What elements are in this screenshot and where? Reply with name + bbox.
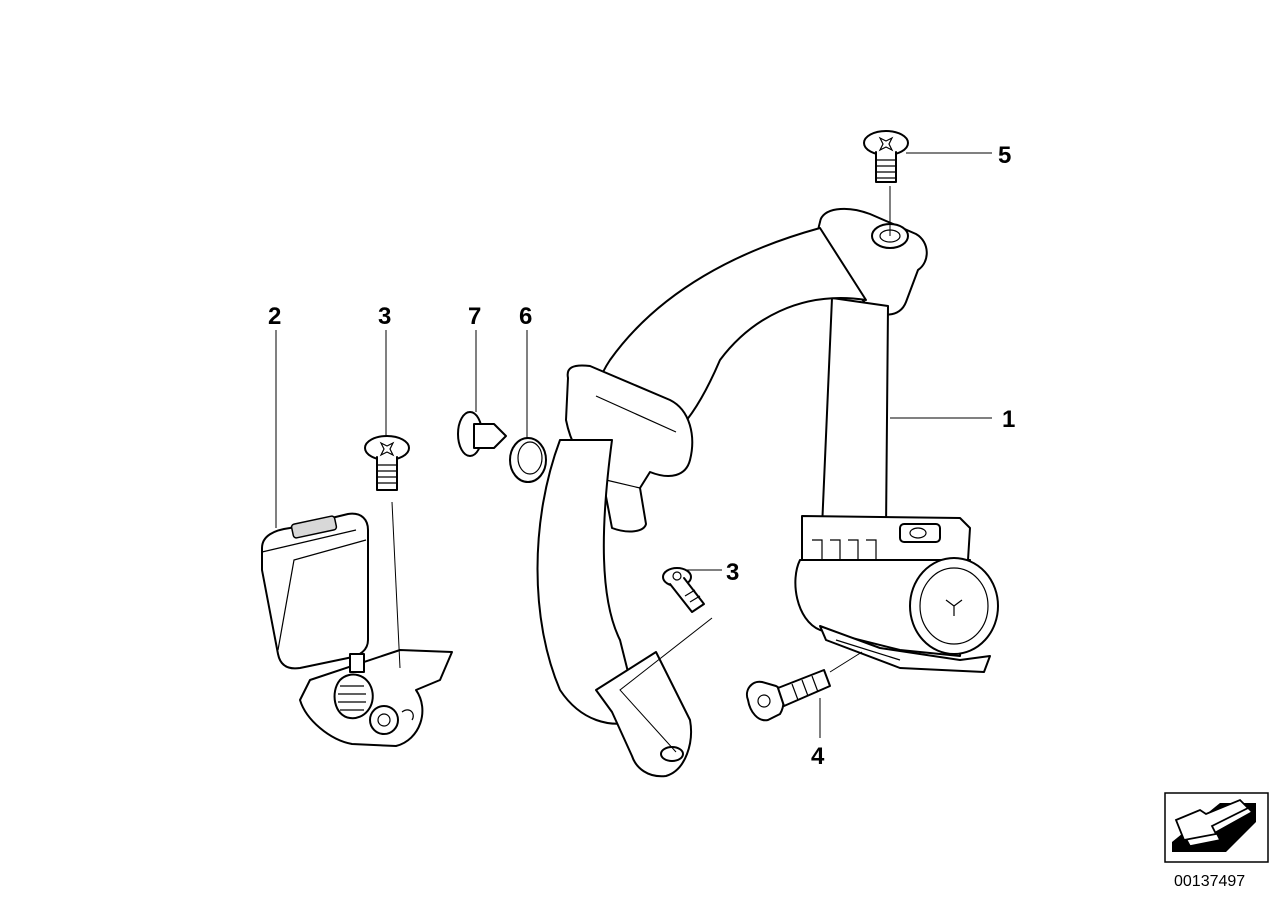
reference-number: 00137497 [1174, 873, 1245, 890]
part-4-retractor-bolt [746, 669, 831, 722]
part-5-anchor-bolt [863, 130, 909, 183]
callout-6: 6 [519, 303, 532, 330]
callout-2: 2 [268, 303, 281, 330]
callout-1: 1 [1002, 406, 1015, 433]
leader-lines [275, 152, 992, 753]
callout-3-left: 3 [378, 303, 391, 330]
callout-7: 7 [468, 303, 481, 330]
part-2-belt-buckle [261, 512, 453, 747]
arrow-orientation-icon [1164, 792, 1269, 863]
callout-4: 4 [811, 743, 825, 770]
callouts: 2 3 7 6 5 1 3 4 [268, 142, 1015, 770]
callout-5: 5 [998, 142, 1011, 169]
part-6-cover-cap [509, 437, 547, 483]
part-7-plastic-clip [457, 411, 507, 457]
callout-3-right: 3 [726, 559, 739, 586]
part-3-bolt-left [364, 435, 410, 491]
part-3-bolt-right [662, 567, 705, 613]
part-1-seat-belt-retractor [536, 207, 999, 778]
